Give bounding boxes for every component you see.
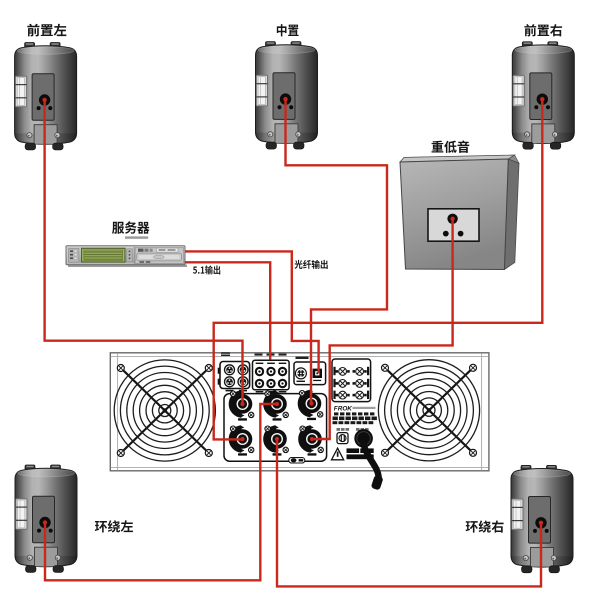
server-lcd — [80, 247, 126, 263]
brand-block: FROK — [332, 406, 377, 431]
fuse-holder — [336, 431, 349, 445]
label-optical-out — [294, 259, 328, 269]
label-server — [112, 221, 150, 234]
wire-front-right — [212, 99, 544, 441]
optical-port — [312, 368, 322, 378]
label-surround-left — [94, 520, 133, 533]
label-51-output — [192, 265, 221, 275]
label-subwoofer — [431, 140, 470, 153]
fine-print-lines — [332, 412, 377, 425]
server — [65, 245, 187, 267]
wire-surround-left — [43, 402, 277, 582]
server-left-buttons — [68, 247, 80, 263]
label-front-left — [27, 23, 67, 37]
rca-input-box — [251, 359, 290, 393]
wire-front-left — [43, 99, 244, 404]
wire-subwoofer — [312, 218, 454, 441]
wire-optical — [185, 250, 320, 374]
power-plug — [371, 475, 383, 490]
subwoofer — [399, 154, 520, 271]
bridge-mode-switch — [288, 457, 306, 464]
label-surround-right — [465, 520, 504, 533]
gain-knobs-box — [331, 358, 372, 403]
server-drive-bay — [134, 247, 184, 264]
xlr-input-box — [217, 360, 251, 392]
speakon-output-section — [223, 390, 328, 462]
brand-text: FROK — [334, 406, 352, 413]
label-front-right — [524, 24, 563, 37]
label-center — [276, 24, 299, 37]
wire-center — [284, 99, 389, 404]
warning-label — [330, 446, 374, 461]
wire-51-output — [185, 261, 272, 360]
wire-endpoints — [42, 96, 545, 525]
wires — [43, 99, 544, 588]
amplifier: FROK — [109, 352, 490, 490]
server-label-underline — [125, 236, 149, 239]
wire-surround-right — [275, 439, 543, 588]
